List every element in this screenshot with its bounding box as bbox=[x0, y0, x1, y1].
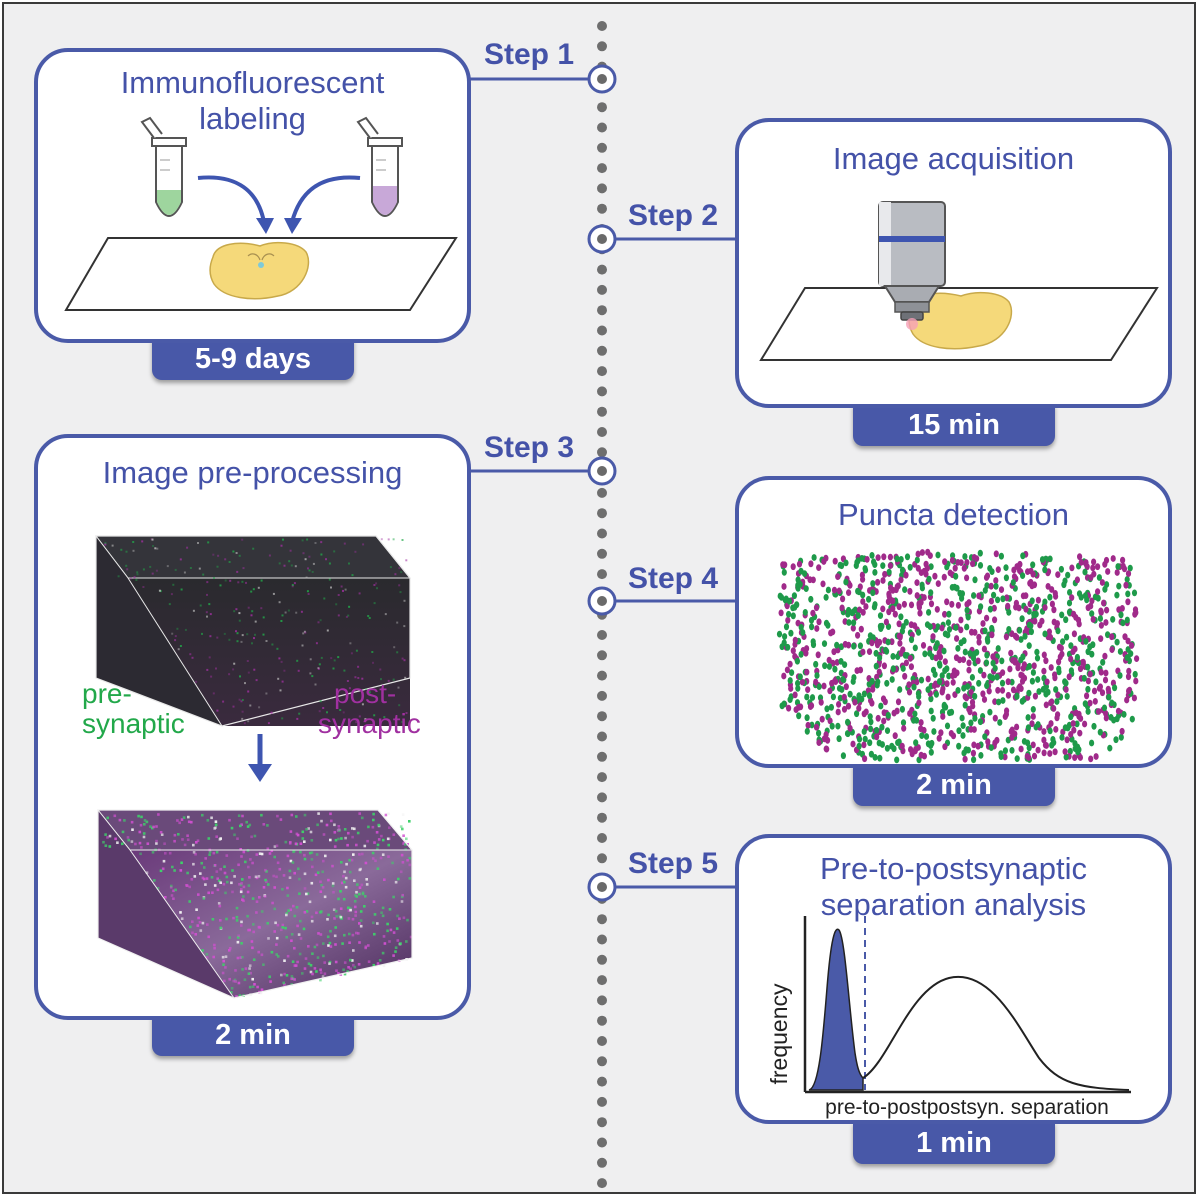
step5-title-line1: Pre-to-postsynaptic bbox=[819, 851, 1088, 886]
labeling-illustration bbox=[64, 116, 458, 311]
acquisition-illustration bbox=[759, 201, 1159, 361]
x-axis-label: pre-to-postpostsyn. separation bbox=[825, 1096, 1109, 1119]
brain-slice bbox=[209, 241, 310, 300]
step1-card: Immunofluorescent labeling bbox=[34, 48, 471, 343]
step4-duration-badge: 2 min bbox=[853, 764, 1055, 806]
step5-card: Pre-to-postsynaptic separation analysis … bbox=[735, 834, 1172, 1124]
step1-marker bbox=[587, 64, 617, 94]
step1-title-line1: Immunofluorescent bbox=[120, 65, 385, 100]
puncta-illustration bbox=[776, 548, 1140, 764]
step4-label: Step 4 bbox=[628, 562, 719, 595]
step1-title-line2: labeling bbox=[199, 101, 306, 136]
down-arrow-icon bbox=[248, 734, 272, 782]
brain-slice bbox=[908, 291, 1013, 350]
focal-spot bbox=[906, 318, 918, 330]
step1-duration-badge: 5-9 days bbox=[152, 338, 354, 380]
distribution-curve bbox=[862, 975, 1130, 1091]
post-synaptic-label-line1: post- bbox=[334, 678, 397, 709]
green-antibody-tube bbox=[140, 116, 187, 217]
pre-synaptic-label-line2: synaptic bbox=[82, 708, 185, 739]
step2-title: Image acquisition bbox=[832, 141, 1075, 176]
post-synaptic-label-line2: synaptic bbox=[318, 708, 421, 739]
step2-card: Image acquisition bbox=[735, 118, 1172, 408]
step4-card: Puncta detection bbox=[735, 476, 1172, 768]
step5-duration-badge: 1 min bbox=[853, 1122, 1055, 1164]
step3-duration-badge: 2 min bbox=[152, 1014, 354, 1056]
first-peak-fill bbox=[808, 928, 864, 1091]
pre-synaptic-label-line1: pre- bbox=[82, 678, 132, 709]
step2-marker bbox=[587, 224, 617, 254]
raw-volume bbox=[94, 535, 412, 727]
separation-histogram: frequency pre-to-postpostsyn. separation bbox=[766, 916, 1131, 1119]
step5-marker bbox=[587, 872, 617, 902]
magenta-antibody-tube bbox=[356, 116, 403, 217]
step2-label: Step 2 bbox=[628, 199, 719, 232]
y-axis-label: frequency bbox=[766, 983, 792, 1085]
step4-marker bbox=[587, 586, 617, 616]
step3-title: Image pre-processing bbox=[102, 455, 403, 490]
step1-label: Step 1 bbox=[484, 38, 575, 71]
step3-marker bbox=[587, 456, 617, 486]
preprocessing-illustration bbox=[94, 535, 414, 999]
step2-duration-badge: 15 min bbox=[853, 404, 1055, 446]
microscope-objective-icon bbox=[878, 201, 946, 321]
step5-label: Step 5 bbox=[628, 847, 719, 880]
processed-volume bbox=[96, 809, 414, 999]
step4-title: Puncta detection bbox=[838, 497, 1069, 532]
left-arrow bbox=[197, 175, 266, 223]
detected-puncta-volume bbox=[776, 548, 1140, 764]
step3-card: Image pre-processing bbox=[34, 434, 471, 1020]
right-arrow bbox=[290, 175, 361, 223]
step3-label: Step 3 bbox=[484, 431, 575, 464]
timeline bbox=[467, 21, 739, 1189]
labeling-spot bbox=[258, 262, 264, 268]
